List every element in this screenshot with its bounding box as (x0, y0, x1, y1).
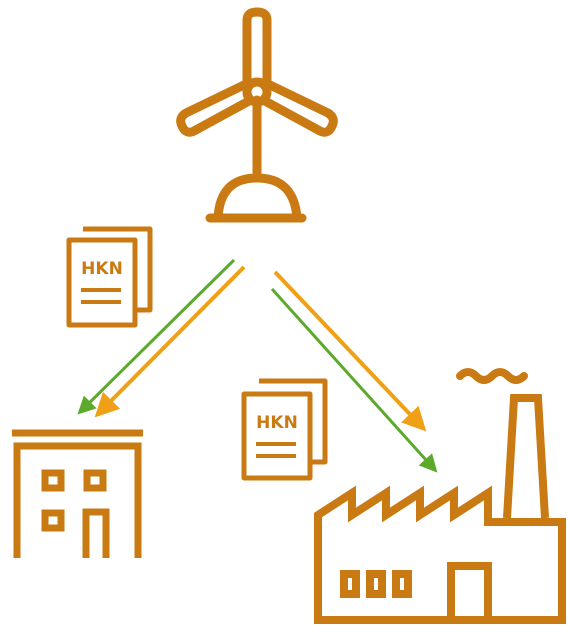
green-arrow-to-factory (270, 287, 438, 473)
certificate-document-icon: HKN (241, 378, 328, 481)
orange-arrow-to-building (94, 265, 246, 418)
certificate-label: HKN (256, 413, 298, 433)
green-arrow-to-building (77, 258, 236, 415)
orange-arrow-to-factory (273, 270, 427, 432)
wind-turbine-icon (176, 7, 338, 223)
factory-icon (314, 368, 566, 624)
certificate-label: HKN (81, 259, 123, 279)
building-icon (12, 429, 143, 558)
certificate-document-icon: HKN (66, 226, 153, 328)
